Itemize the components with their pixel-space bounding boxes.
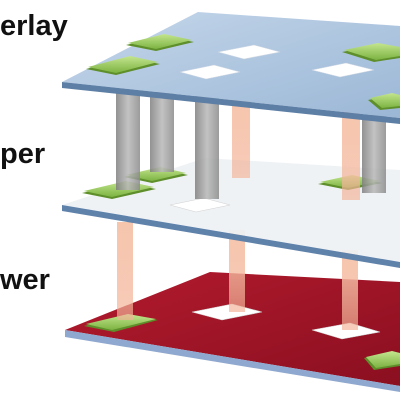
top-layer-plate (62, 12, 400, 118)
lower-connectors (117, 222, 358, 330)
label-lower: wer (0, 264, 50, 296)
green-pad (364, 351, 400, 370)
bottom-layer-edge (65, 330, 400, 392)
peach-pillar (117, 222, 133, 320)
gray-pillar (195, 95, 219, 199)
peach-pillar (342, 250, 358, 330)
gray-pillar (116, 92, 140, 190)
gray-pillar (150, 92, 174, 172)
bottom-layer (65, 272, 400, 392)
top-layer (62, 12, 400, 124)
label-box (217, 44, 281, 60)
label-box (311, 322, 381, 340)
label-box (311, 62, 375, 78)
label-box (179, 64, 241, 80)
green-pad (368, 93, 400, 110)
peach-pillar (232, 100, 250, 178)
green-pad (342, 43, 400, 62)
peach-pillar (342, 110, 360, 200)
middle-layer-plate (62, 158, 400, 262)
middle-layer-edge (62, 205, 400, 268)
label-upper: per (0, 138, 46, 170)
green-pad (84, 314, 158, 332)
top-layer-edge (62, 82, 400, 124)
gray-pillar (362, 115, 386, 193)
green-pad (86, 56, 160, 75)
peach-pillar (229, 230, 245, 312)
label-box (169, 197, 231, 213)
bottom-layer-plate (65, 272, 400, 386)
green-pad (126, 34, 194, 51)
label-overlay: erlay (0, 10, 68, 42)
upper-connectors (116, 92, 386, 200)
